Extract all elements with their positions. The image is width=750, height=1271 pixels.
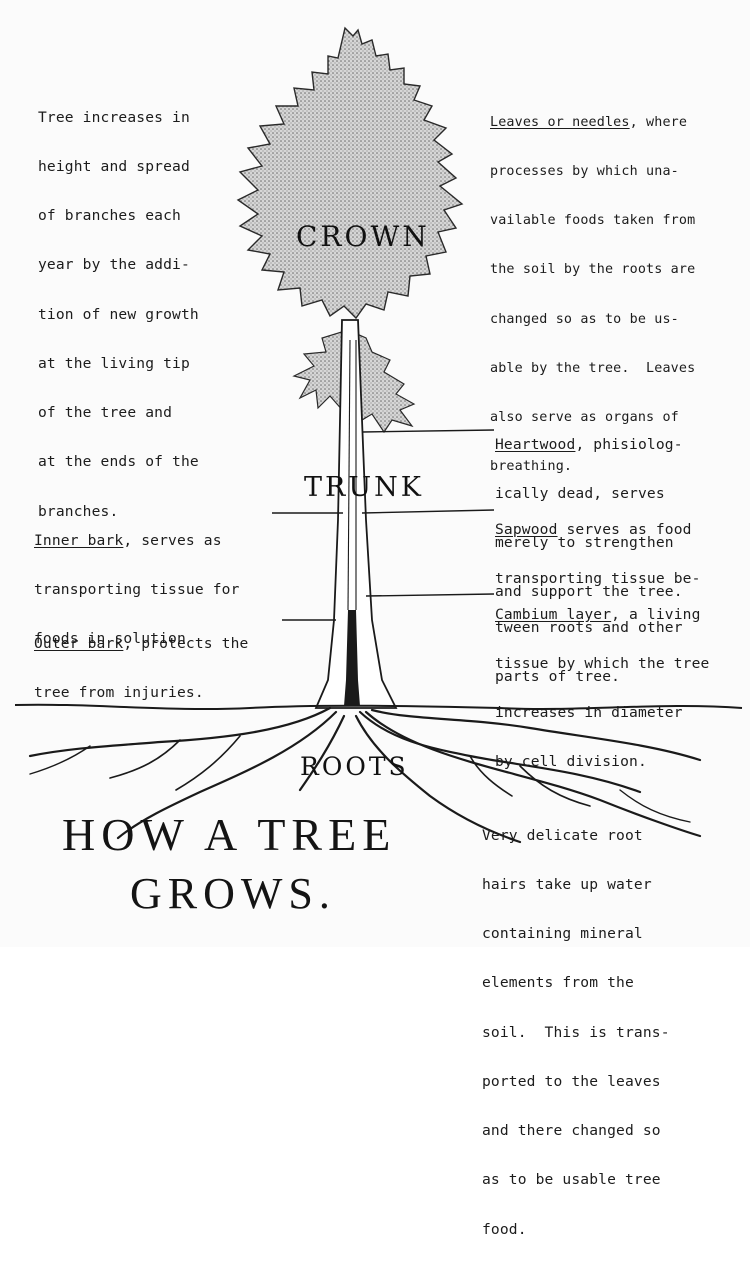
title-line-2: GROWS. — [130, 869, 336, 918]
title-line-1: HOW A TREE — [62, 809, 397, 860]
note-line: changed so as to be us- — [490, 311, 679, 327]
note-line: ported to the leaves — [482, 1072, 661, 1090]
note-line: transporting tissue be- — [495, 570, 701, 588]
note-outer-bark: Outer bark, protects the tree from injur… — [34, 634, 249, 702]
note-line: tissue by which the tree — [495, 655, 710, 673]
note-line: elements from the — [482, 974, 634, 992]
crown-label: CROWN — [296, 220, 430, 253]
note-sapwood: Sapwood serves as food transporting tiss… — [495, 520, 701, 686]
note-line: Very delicate root — [482, 826, 643, 844]
note-line: tree from injuries. — [34, 684, 204, 702]
crown-foliage — [236, 26, 464, 320]
note-line: Tree increases in — [38, 108, 190, 126]
pointer-lines — [272, 429, 495, 621]
note-growth: Tree increases in height and spread of b… — [38, 77, 199, 553]
note-line: containing mineral — [482, 925, 643, 943]
trunk-label: TRUNK — [304, 472, 424, 503]
note-line: merely to strengthen — [495, 534, 674, 552]
note-heading: Sapwood — [495, 520, 558, 538]
note-heading: Inner bark — [34, 531, 124, 549]
roots — [28, 706, 702, 844]
note-cambium: Cambium layer, a living tissue by which … — [495, 605, 710, 771]
note-line: the soil by the roots are — [490, 262, 696, 278]
note-heading: Cambium layer — [495, 605, 612, 623]
note-line: soil. This is trans- — [482, 1023, 670, 1041]
note-leaves: Leaves or needles, where processes by wh… — [490, 114, 696, 475]
note-line: able by the tree. Leaves — [490, 360, 696, 376]
roots-label: ROOTS — [300, 752, 409, 781]
note-line: tween roots and other — [495, 619, 683, 637]
note-heading: Leaves or needles — [490, 114, 630, 130]
ground-line — [14, 703, 743, 711]
note-line: foods in solution — [34, 630, 186, 648]
note-line: ically dead, serves — [495, 485, 665, 503]
note-line: height and spread — [38, 158, 190, 176]
note-heartwood: Heartwood, phisiolog- ically dead, serve… — [495, 435, 683, 601]
note-line: year by the addi- — [38, 256, 190, 274]
note-line: breathing. — [490, 459, 573, 475]
note-heading: Heartwood — [495, 435, 576, 453]
note-line: by cell division. — [495, 753, 647, 771]
note-line: of branches each — [38, 207, 181, 225]
note-line: parts of tree. — [495, 668, 621, 686]
note-line: tion of new growth — [38, 305, 199, 323]
note-line: also serve as organs of — [490, 410, 679, 426]
note-inner-bark: Inner bark, serves as transporting tissu… — [34, 531, 240, 648]
note-line: transporting tissue for — [34, 581, 240, 599]
note-line: and there changed so — [482, 1122, 661, 1140]
document-page: CROWN TRUNK ROOTS HOW A TREE GROWS. Tree… — [14, 26, 743, 1238]
note-line: branches. — [38, 502, 119, 520]
note-line: at the ends of the — [38, 453, 199, 471]
note-line: hairs take up water — [482, 876, 652, 894]
note-line: processes by which una- — [490, 164, 679, 180]
note-root-hairs: Very delicate root hairs take up water c… — [482, 795, 670, 1271]
note-line: as to be usable tree — [482, 1171, 661, 1189]
note-line: increases in diameter — [495, 704, 683, 722]
note-line: vailable foods taken from — [490, 213, 696, 229]
note-line: food. — [482, 1220, 527, 1238]
note-line: at the living tip — [38, 354, 190, 372]
tree-illustration — [14, 26, 743, 844]
note-heading: Outer bark — [34, 634, 124, 652]
note-line: and support the tree. — [495, 583, 683, 601]
note-line: of the tree and — [38, 404, 173, 422]
